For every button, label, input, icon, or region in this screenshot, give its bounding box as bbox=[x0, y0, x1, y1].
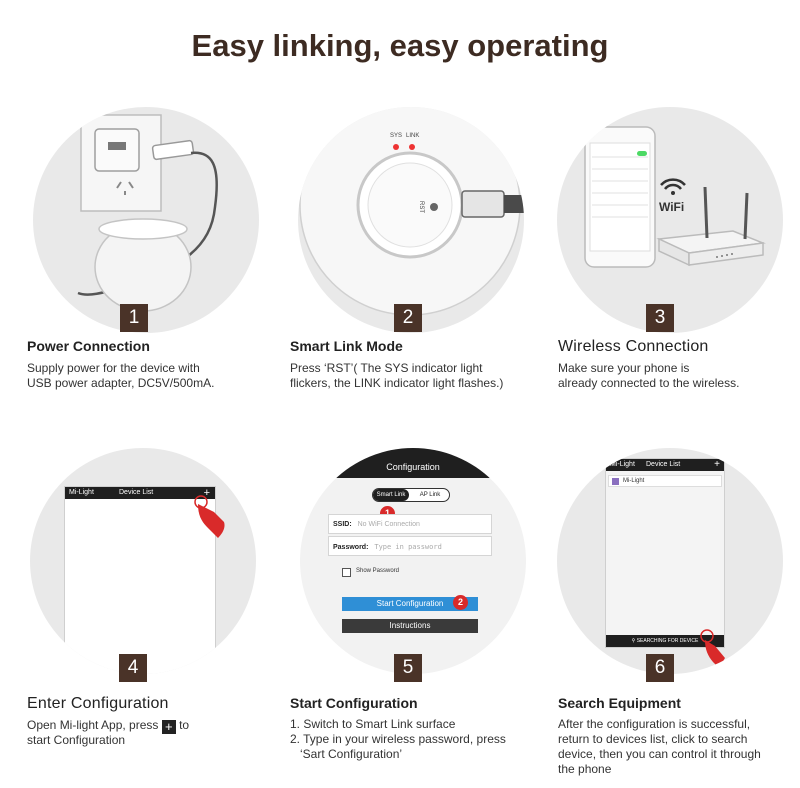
rst-button-icon bbox=[430, 203, 438, 211]
step-6-number: 6 bbox=[646, 654, 674, 682]
step-3-number: 3 bbox=[646, 304, 674, 332]
password-field[interactable]: Password: Type in password bbox=[328, 536, 492, 556]
step-1-title: Power Connection bbox=[27, 338, 150, 354]
step-3-desc-line-2: already connected to the wireless. bbox=[558, 376, 740, 390]
link-led-icon bbox=[409, 144, 415, 150]
tab-smart-link[interactable]: Smart Link bbox=[373, 489, 409, 501]
step-3-circle: WiFi bbox=[557, 107, 783, 333]
app-topbar-6: Mi-Light Device List + bbox=[606, 459, 724, 471]
app-header-title: Device List bbox=[119, 489, 154, 496]
step-5-desc-line-2: 2. Type in your wireless password, press bbox=[290, 732, 506, 746]
step-3-title: Wireless Connection bbox=[558, 338, 709, 355]
app-header-title-6: Device List bbox=[646, 461, 681, 468]
step-5-desc-line-1: 1. Switch to Smart Link surface bbox=[290, 717, 456, 731]
plus-icon: + bbox=[161, 720, 176, 734]
search-bar-label: SEARCHING FOR DEVICE bbox=[636, 638, 699, 644]
add-device-button-6[interactable]: + bbox=[714, 459, 720, 470]
link-mode-toggle: Smart Link AP Link bbox=[372, 488, 450, 502]
tap-hand-icon bbox=[194, 495, 225, 538]
step-6-desc-line-3: device, then you can control it through bbox=[558, 747, 761, 761]
app-topbar: Mi-Light Device List + bbox=[65, 487, 215, 499]
ssid-label: SSID: bbox=[333, 521, 352, 528]
start-configuration-button[interactable]: Start Configuration bbox=[342, 597, 478, 611]
step-6-desc-line-4: the phone bbox=[558, 762, 612, 776]
app-logo: Mi-Light bbox=[69, 489, 94, 496]
step-1-number: 1 bbox=[120, 304, 148, 332]
power-illustration bbox=[77, 114, 218, 312]
password-label: Password: bbox=[333, 544, 369, 551]
device-list-item[interactable]: Mi-Light bbox=[608, 475, 722, 487]
rst-label: RST bbox=[418, 201, 424, 213]
step-5-circle: Configuration Smart Link AP Link 1 SSID:… bbox=[300, 448, 526, 674]
wifi-icon bbox=[660, 178, 686, 190]
step-4-number: 4 bbox=[119, 654, 147, 682]
step-1-desc-line-1: Supply power for the device with bbox=[27, 361, 200, 375]
wireless-illustration: WiFi bbox=[584, 126, 766, 268]
sys-led-icon bbox=[393, 144, 399, 150]
link-label: LINK bbox=[406, 133, 419, 139]
step-6-desc-line-2: return to devices list, click to search bbox=[558, 732, 748, 746]
search-icon: ⚲ bbox=[631, 638, 636, 644]
step-4-desc-part-2: to bbox=[179, 718, 190, 732]
show-password-checkbox[interactable] bbox=[342, 568, 351, 577]
device-item-label: Mi-Light bbox=[623, 478, 645, 484]
show-password-label: Show Password bbox=[356, 568, 400, 574]
tap-hand-icon-6 bbox=[700, 629, 725, 668]
step-1-desc-line-2: USB power adapter, DC5V/500mA. bbox=[27, 376, 215, 390]
sys-label: SYS bbox=[390, 133, 402, 139]
step-6-circle: Mi-Light Device List + Mi-Light ⚲ SEARCH… bbox=[557, 448, 783, 674]
step-5-desc-line-3: ‘Sart Configuration’ bbox=[290, 747, 403, 761]
ssid-field[interactable]: SSID: No WiFi Connection bbox=[328, 514, 492, 534]
step-2-desc-line-1: Press ‘RST’( The SYS indicator light bbox=[290, 361, 483, 375]
page-title: Easy linking, easy operating bbox=[191, 28, 609, 63]
step-5-number: 5 bbox=[394, 654, 422, 682]
step-6-desc-line-1: After the configuration is successful, bbox=[558, 717, 751, 731]
step-4-title: Enter Configuration bbox=[27, 695, 169, 712]
password-placeholder: Type in password bbox=[374, 543, 442, 551]
search-device-screen: Mi-Light Device List + Mi-Light ⚲ SEARCH… bbox=[605, 458, 725, 648]
usb-plug-icon bbox=[151, 139, 195, 161]
instructions-button[interactable]: Instructions bbox=[342, 619, 478, 633]
step-4-desc-line-1: Open Mi-light App, press + to bbox=[27, 718, 189, 734]
step-1-circle bbox=[33, 107, 259, 333]
cable-plug-icon bbox=[461, 190, 505, 218]
wifi-label: WiFi bbox=[659, 200, 684, 214]
step-2-circle: SYS LINK RST bbox=[298, 107, 524, 333]
step-4-desc-part-1: Open Mi-light App, press bbox=[27, 718, 159, 732]
app-logo-6: Mi-Light bbox=[610, 461, 635, 468]
tab-ap-link[interactable]: AP Link bbox=[419, 492, 441, 498]
device-item-icon bbox=[612, 478, 619, 485]
configuration-header: Configuration bbox=[386, 462, 440, 472]
step-4-circle: Mi-Light Device List + bbox=[30, 448, 256, 674]
controller-top-illustration: SYS LINK RST bbox=[299, 107, 524, 316]
step-5-title: Start Configuration bbox=[290, 695, 418, 711]
search-device-bar[interactable]: ⚲ SEARCHING FOR DEVICE bbox=[606, 635, 724, 647]
step-2-desc-line-2: flickers, the LINK indicator light flash… bbox=[290, 376, 504, 390]
ssid-value: No WiFi Connection bbox=[357, 521, 420, 528]
step-4-desc-line-2: start Configuration bbox=[27, 733, 126, 747]
step-3-desc-line-1: Make sure your phone is bbox=[558, 361, 690, 375]
add-device-button[interactable]: + bbox=[203, 487, 210, 499]
configuration-topbar: Configuration bbox=[300, 448, 526, 478]
step-2-number: 2 bbox=[394, 304, 422, 332]
device-list-screen: Mi-Light Device List + bbox=[64, 486, 216, 674]
step-6-title: Search Equipment bbox=[558, 695, 681, 711]
badge-2: 2 bbox=[453, 595, 468, 610]
step-2-title: Smart Link Mode bbox=[290, 338, 403, 354]
